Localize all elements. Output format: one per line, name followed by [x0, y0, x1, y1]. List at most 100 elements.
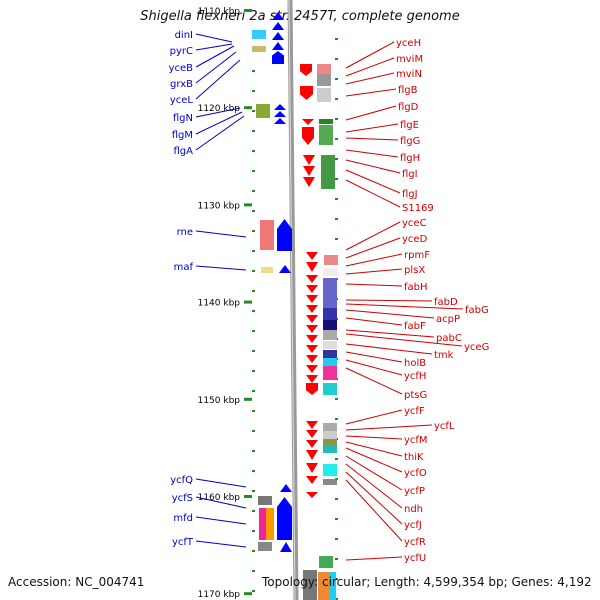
cog-block [330, 572, 336, 600]
tick-dot [252, 510, 255, 512]
tick-dot [335, 558, 338, 560]
reverse-gene-arrow [306, 450, 318, 460]
leader-line [345, 455, 403, 491]
tick-dot [335, 38, 338, 40]
gene-label-fabF: fabF [404, 321, 426, 332]
gene-label-pabC: pabC [436, 333, 462, 344]
gene-label-ycfR: ycfR [404, 537, 426, 548]
reverse-gene-arrow [306, 345, 318, 353]
cog-block [256, 104, 270, 118]
axis-tick-1140 [244, 300, 252, 304]
tick-dot [252, 110, 255, 112]
forward-gene-arrow [272, 42, 284, 50]
leader-line [195, 45, 235, 68]
leader-line [345, 105, 397, 121]
leader-line [345, 179, 401, 208]
forward-gene-arrow [277, 497, 292, 540]
leader-line [345, 237, 401, 259]
leader-line [345, 149, 399, 158]
gene-label-yceC: yceC [402, 218, 427, 229]
tick-dot [252, 550, 255, 552]
tick-dot [252, 590, 255, 592]
cog-block [303, 570, 317, 600]
cog-block [318, 572, 332, 600]
gene-label-flgA: flgA [174, 146, 194, 157]
leader-line [195, 540, 247, 548]
gene-label-rpmF: rpmF [404, 250, 430, 261]
leader-line [345, 435, 403, 440]
leader-line [345, 221, 401, 251]
leader-line [345, 137, 399, 141]
leader-line [345, 409, 403, 425]
gene-label-ycfJ: ycfJ [404, 520, 422, 531]
reverse-gene-arrow [306, 315, 318, 323]
reverse-gene-arrow [302, 127, 314, 145]
reverse-gene-arrow [306, 295, 318, 303]
gene-label-fabG: fabG [465, 305, 489, 316]
axis-label-1130: 1130 kbp [198, 201, 241, 211]
tick-dot [335, 598, 338, 600]
cog-block [266, 508, 274, 540]
leader-line [345, 447, 403, 473]
tick-dot [252, 270, 255, 272]
tick-dot [252, 390, 255, 392]
axis-label-1160: 1160 kbp [198, 493, 241, 503]
cog-block [323, 445, 337, 453]
cog-block [319, 125, 333, 145]
tick-dot [335, 458, 338, 460]
leader-line [195, 43, 233, 51]
leader-line [345, 556, 403, 561]
cog-block [323, 341, 337, 349]
cog-block [323, 358, 337, 366]
cog-block [323, 423, 337, 431]
gene-label-flgI: flgI [402, 169, 418, 180]
tick-dot [335, 138, 338, 140]
tick-dot [335, 398, 338, 400]
reverse-gene-arrow [302, 119, 314, 125]
gene-label-holB: holB [404, 358, 426, 369]
tick-dot [335, 78, 338, 80]
leader-line [345, 72, 395, 85]
tick-dot [252, 230, 255, 232]
cog-block [323, 366, 337, 380]
gene-label-flgN: flgN [173, 113, 193, 124]
reverse-gene-arrow [306, 355, 318, 363]
cog-block [323, 308, 337, 320]
gene-label-yceL: yceL [170, 95, 194, 106]
cog-block [323, 431, 337, 439]
gene-label-yceD: yceD [402, 234, 428, 245]
axis-tick-1110 [244, 9, 252, 12]
gene-label-yceG: yceG [464, 342, 489, 353]
leader-line [345, 41, 395, 69]
leader-line [345, 479, 403, 542]
tick-dot [252, 150, 255, 152]
reverse-gene-arrow [306, 335, 318, 343]
reverse-gene-arrow [306, 285, 318, 293]
cog-block [258, 496, 272, 505]
cog-block [319, 119, 333, 124]
gene-label-flgM: flgM [172, 130, 193, 141]
reverse-gene-arrow [306, 305, 318, 313]
reverse-gene-arrow [303, 177, 315, 187]
genome-backbone [287, 0, 299, 600]
leader-line [345, 441, 403, 457]
leader-line [345, 343, 433, 355]
tick-dot [335, 518, 338, 520]
leader-line [345, 333, 463, 347]
forward-gene-arrow [272, 12, 284, 20]
leader-line [345, 329, 435, 338]
cog-block [323, 350, 337, 358]
gene-label-mfd: mfd [173, 513, 193, 524]
leader-line [345, 268, 403, 275]
gene-label-ndh: ndh [404, 504, 423, 515]
forward-gene-arrow [277, 219, 292, 251]
tick-dot [335, 538, 338, 540]
tick-dot [252, 310, 255, 312]
reverse-gene-arrow [306, 492, 318, 498]
leader-line [345, 159, 401, 174]
genome-summary: Topology: circular; Length: 4,599,354 bp… [262, 575, 592, 589]
cog-block [323, 439, 337, 445]
gene-label-ptsG: ptsG [404, 390, 427, 401]
forward-gene-arrow [280, 484, 292, 492]
tick-dot [335, 158, 338, 160]
